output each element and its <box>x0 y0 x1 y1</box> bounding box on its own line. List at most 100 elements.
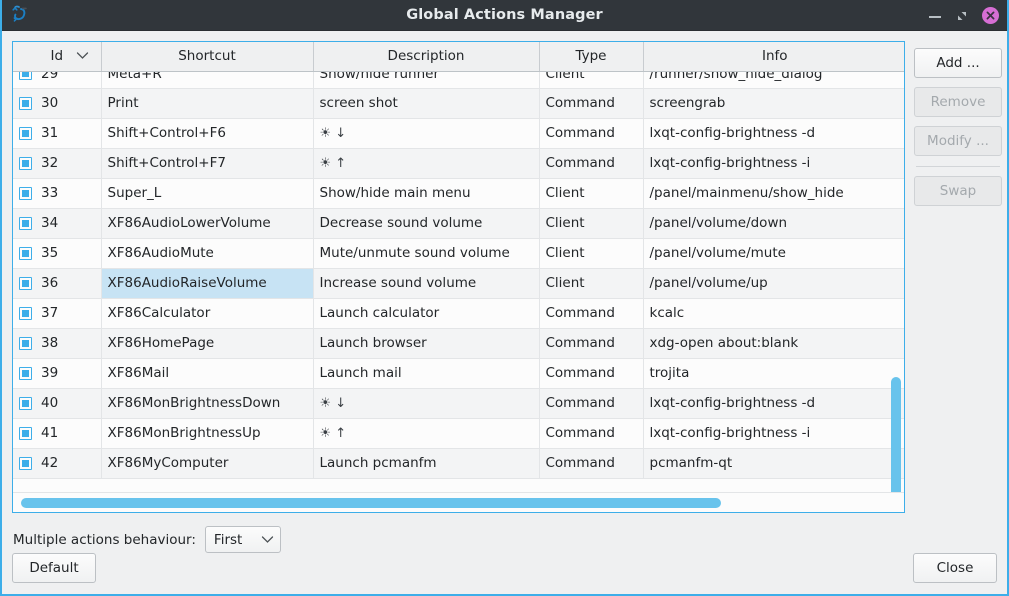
enabled-checkbox[interactable] <box>19 366 32 380</box>
cell-type[interactable]: Command <box>539 418 644 449</box>
vertical-scrollbar-thumb[interactable] <box>891 377 901 505</box>
cell-id[interactable]: 34 <box>13 208 102 239</box>
behaviour-select[interactable]: First <box>204 526 281 553</box>
enabled-checkbox[interactable] <box>19 246 32 260</box>
cell-type[interactable]: Client <box>539 208 644 239</box>
cell-info[interactable]: /runner/show_hide_dialog <box>643 71 904 89</box>
remove-button[interactable]: Remove <box>914 87 1002 117</box>
cell-info[interactable]: lxqt-config-brightness -i <box>643 418 904 449</box>
enabled-checkbox[interactable] <box>19 126 32 140</box>
horizontal-scrollbar[interactable] <box>13 492 904 512</box>
column-header-description[interactable]: Description <box>313 42 540 72</box>
cell-id[interactable]: 38 <box>13 328 102 359</box>
enabled-checkbox[interactable] <box>19 426 32 440</box>
cell-id[interactable]: 33 <box>13 178 102 209</box>
cell-shortcut[interactable]: Shift+Control+F7 <box>101 148 314 179</box>
enabled-checkbox[interactable] <box>19 456 32 470</box>
cell-shortcut[interactable]: XF86AudioMute <box>101 238 314 269</box>
cell-id[interactable]: 40 <box>13 388 102 419</box>
cell-info[interactable]: /panel/volume/up <box>643 268 904 299</box>
cell-info[interactable]: trojita <box>643 358 904 389</box>
cell-description[interactable]: ☀ ↓ <box>313 118 540 149</box>
cell-type[interactable]: Client <box>539 71 644 89</box>
cell-type[interactable]: Client <box>539 238 644 269</box>
cell-info[interactable]: pcmanfm-qt <box>643 448 904 479</box>
enabled-checkbox[interactable] <box>19 396 32 410</box>
swap-button[interactable]: Swap <box>914 176 1002 206</box>
enabled-checkbox[interactable] <box>19 71 32 80</box>
add-button[interactable]: Add ... <box>914 48 1002 78</box>
cell-id[interactable]: 30 <box>13 88 102 119</box>
column-header-info[interactable]: Info <box>643 42 904 72</box>
maximize-icon[interactable] <box>955 9 969 23</box>
cell-id[interactable]: 42 <box>13 448 102 479</box>
cell-shortcut[interactable]: Meta+R <box>101 71 314 89</box>
column-header-shortcut[interactable]: Shortcut <box>101 42 314 72</box>
cell-shortcut[interactable]: XF86HomePage <box>101 328 314 359</box>
cell-id[interactable]: 35 <box>13 238 102 269</box>
cell-info[interactable]: /panel/volume/mute <box>643 238 904 269</box>
cell-info[interactable]: xdg-open about:blank <box>643 328 904 359</box>
cell-description[interactable]: Mute/unmute sound volume <box>313 238 540 269</box>
cell-type[interactable]: Command <box>539 448 644 479</box>
enabled-checkbox[interactable] <box>19 336 32 350</box>
cell-info[interactable]: kcalc <box>643 298 904 329</box>
cell-description[interactable]: ☀ ↓ <box>313 388 540 419</box>
cell-description[interactable]: Launch calculator <box>313 298 540 329</box>
cell-shortcut[interactable]: XF86MonBrightnessDown <box>101 388 314 419</box>
cell-id[interactable]: 41 <box>13 418 102 449</box>
cell-shortcut[interactable]: XF86Mail <box>101 358 314 389</box>
cell-info[interactable]: lxqt-config-brightness -d <box>643 388 904 419</box>
cell-description[interactable]: Show/hide main menu <box>313 178 540 209</box>
cell-info[interactable]: screengrab <box>643 88 904 119</box>
cell-info[interactable]: /panel/volume/down <box>643 208 904 239</box>
cell-type[interactable]: Command <box>539 358 644 389</box>
cell-id[interactable]: 31 <box>13 118 102 149</box>
horizontal-scrollbar-thumb[interactable] <box>21 498 721 508</box>
cell-description[interactable]: Launch browser <box>313 328 540 359</box>
cell-shortcut[interactable]: Super_L <box>101 178 314 209</box>
enabled-checkbox[interactable] <box>19 156 32 170</box>
cell-id[interactable]: 37 <box>13 298 102 329</box>
cell-type[interactable]: Command <box>539 118 644 149</box>
cell-shortcut[interactable]: XF86Calculator <box>101 298 314 329</box>
cell-shortcut[interactable]: Print <box>101 88 314 119</box>
cell-shortcut[interactable]: Shift+Control+F6 <box>101 118 314 149</box>
cell-shortcut[interactable]: XF86AudioLowerVolume <box>101 208 314 239</box>
cell-id[interactable]: 39 <box>13 358 102 389</box>
cell-type[interactable]: Client <box>539 268 644 299</box>
cell-shortcut[interactable]: XF86MyComputer <box>101 448 314 479</box>
default-button[interactable]: Default <box>12 553 96 583</box>
cell-description[interactable]: ☀ ↑ <box>313 418 540 449</box>
close-icon[interactable] <box>982 7 999 24</box>
cell-description[interactable]: Increase sound volume <box>313 268 540 299</box>
cell-info[interactable]: lxqt-config-brightness -d <box>643 118 904 149</box>
cell-id[interactable]: 36 <box>13 268 102 299</box>
cell-info[interactable]: lxqt-config-brightness -i <box>643 148 904 179</box>
minimize-icon[interactable] <box>928 9 942 23</box>
cell-id[interactable]: 29 <box>13 71 102 89</box>
cell-type[interactable]: Command <box>539 388 644 419</box>
enabled-checkbox[interactable] <box>19 216 32 230</box>
cell-id[interactable]: 32 <box>13 148 102 179</box>
cell-type[interactable]: Command <box>539 298 644 329</box>
cell-shortcut[interactable]: XF86MonBrightnessUp <box>101 418 314 449</box>
cell-shortcut[interactable]: XF86AudioRaiseVolume <box>101 268 314 299</box>
cell-description[interactable]: screen shot <box>313 88 540 119</box>
cell-description[interactable]: Show/hide runner <box>313 71 540 89</box>
column-header-type[interactable]: Type <box>539 42 644 72</box>
cell-description[interactable]: Decrease sound volume <box>313 208 540 239</box>
close-button[interactable]: Close <box>913 553 997 583</box>
cell-type[interactable]: Client <box>539 178 644 209</box>
